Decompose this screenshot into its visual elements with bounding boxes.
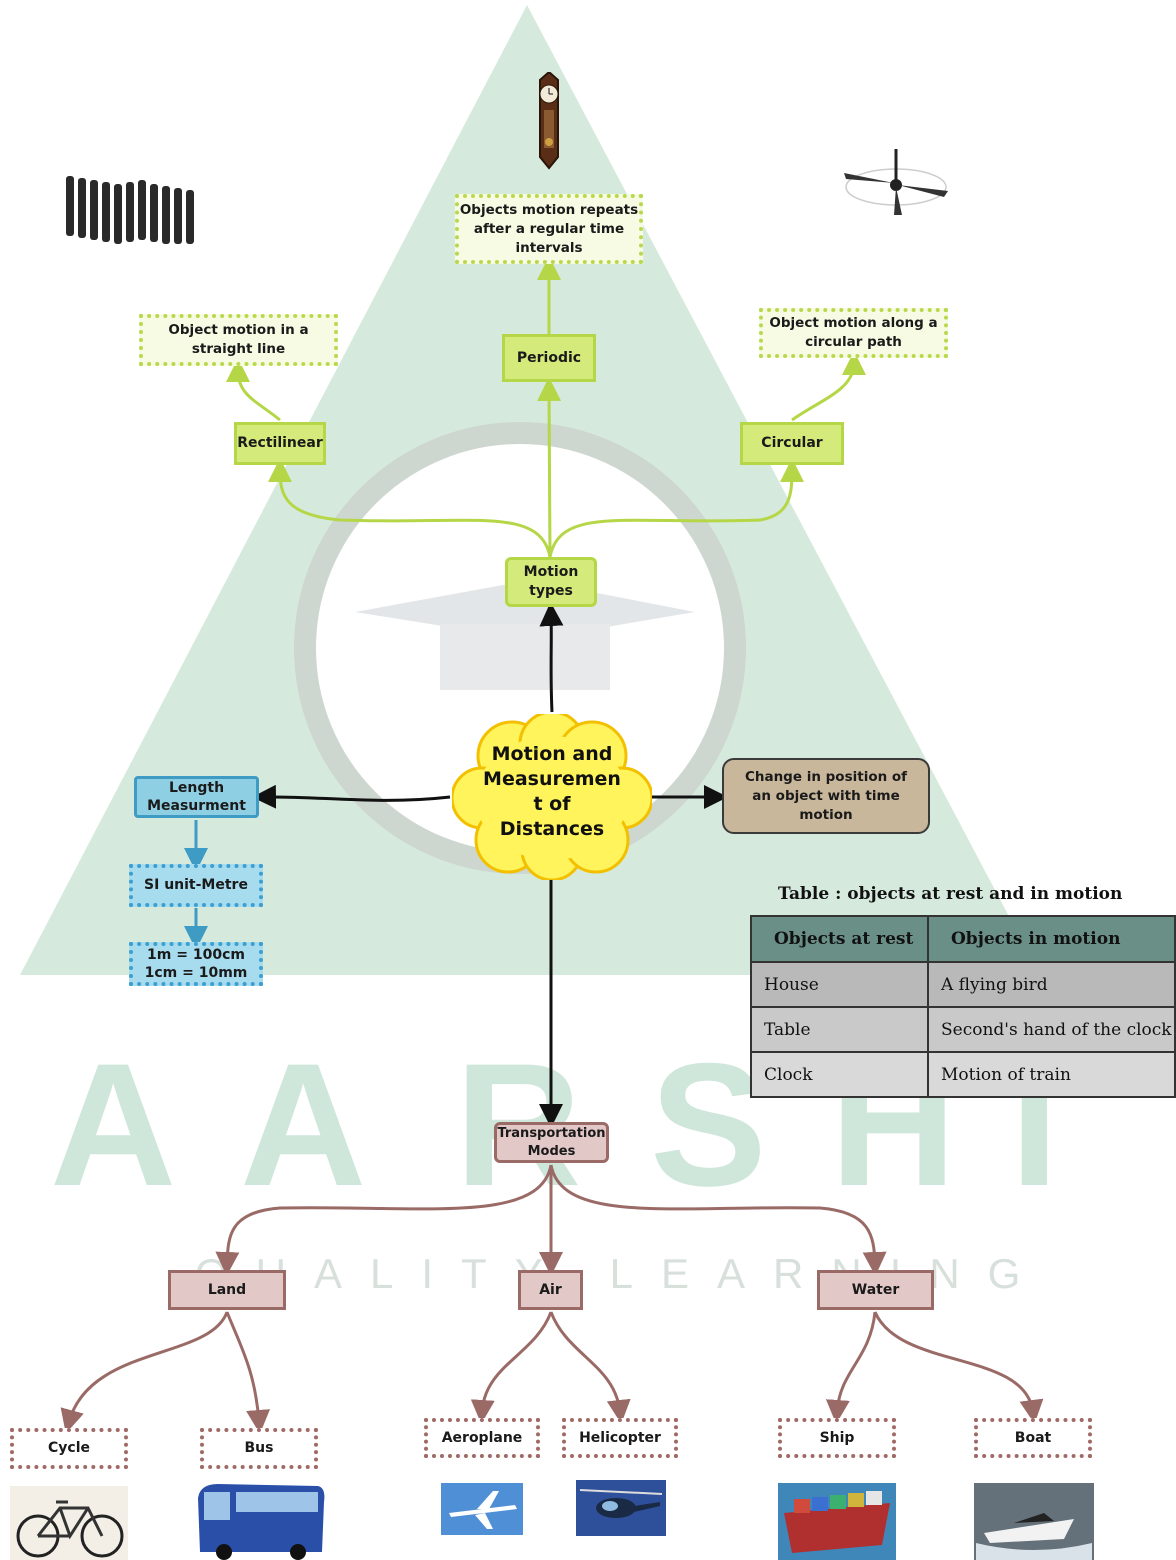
link-types-to-circular [548, 458, 804, 558]
watermark-letter: S [650, 1028, 767, 1223]
table-cell: Second's hand of the clock [927, 1006, 1176, 1053]
table-row: Table Second's hand of the clock [750, 1006, 1176, 1053]
conversion-node: 1m = 100cm 1cm = 10mm [129, 942, 263, 986]
watermark-letter: A [240, 1028, 366, 1223]
link-center-to-length [252, 784, 451, 809]
cycle-node: Cycle [10, 1428, 128, 1469]
table-row: Clock Motion of train [750, 1051, 1176, 1098]
marching-soldiers-picture [66, 176, 194, 244]
link-air-to-helicopter [549, 1311, 631, 1424]
water-node: Water [817, 1270, 934, 1310]
link-types-to-rectilinear [268, 458, 552, 558]
central-title-line: Motion and [491, 743, 613, 765]
conversion-line: 1cm = 10mm [144, 965, 248, 981]
air-node: Air [518, 1270, 583, 1310]
central-title-line: Distances [499, 818, 605, 840]
link-transport-to-water [549, 1164, 887, 1276]
link-air-to-aeroplane [470, 1311, 553, 1424]
table-cell: Table [750, 1006, 929, 1053]
bicycle-picture [10, 1486, 128, 1560]
rectilinear-node: Rectilinear [234, 422, 326, 465]
central-title-line: Measuremen [483, 768, 621, 790]
watermark-letter: A [50, 1028, 176, 1223]
link-transport-to-land [215, 1164, 553, 1276]
speed-boat-picture [974, 1483, 1094, 1560]
table-header-cell: Objects in motion [927, 915, 1176, 963]
periodic-node: Periodic [502, 334, 596, 382]
table-header-row: Objects at rest Objects in motion [750, 915, 1176, 963]
central-topic-cloud [452, 714, 652, 880]
cargo-ship-picture [778, 1483, 896, 1560]
rest-motion-table: Objects at rest Objects in motion House … [750, 915, 1176, 1098]
link-rectilinear-to-note [226, 358, 281, 422]
pendulum-clock-picture [539, 72, 559, 170]
table-cell: A flying bird [927, 961, 1176, 1008]
circular-description: Object motion along a circular path [759, 308, 948, 358]
boat-node: Boat [974, 1418, 1092, 1458]
periodic-description: Objects motion repeats after a regular t… [455, 194, 643, 264]
rectilinear-description: Object motion in a straight line [139, 314, 338, 366]
land-node: Land [168, 1270, 286, 1310]
link-water-to-ship [825, 1311, 877, 1424]
table-header-cell: Objects at rest [750, 915, 929, 963]
bus-node: Bus [200, 1428, 318, 1469]
table-cell: House [750, 961, 929, 1008]
ceiling-fan-picture [844, 149, 948, 215]
bus-picture [198, 1484, 325, 1560]
table-cell: Clock [750, 1051, 929, 1098]
helicopter-node: Helicopter [562, 1418, 678, 1458]
ship-node: Ship [778, 1418, 896, 1458]
motion-types-node: Motion types [505, 557, 597, 607]
link-land-to-cycle [60, 1311, 229, 1434]
table-cell: Motion of train [927, 1051, 1176, 1098]
transportation-modes-node: Transportation Modes [494, 1122, 609, 1163]
link-water-to-boat [873, 1311, 1044, 1424]
link-land-to-bus [225, 1311, 271, 1434]
helicopter-picture [576, 1480, 666, 1536]
motion-definition-box: Change in position of an object with tim… [722, 758, 930, 834]
link-circular-to-note [791, 351, 866, 422]
aeroplane-picture [441, 1483, 523, 1535]
link-types-to-periodic [537, 377, 562, 558]
table-title: Table : objects at rest and in motion [778, 884, 1123, 904]
conversion-line: 1m = 100cm [147, 947, 245, 963]
si-unit-node: SI unit-Metre [129, 864, 263, 907]
central-title-line: t of [533, 793, 571, 815]
length-measurement-node: Length Measurment [134, 776, 259, 818]
link-center-to-types [539, 602, 564, 713]
central-topic-title: Motion and Measuremen t of Distances [472, 742, 632, 842]
circular-node: Circular [740, 422, 844, 465]
aeroplane-node: Aeroplane [424, 1418, 540, 1458]
watermark-cap-base [440, 624, 610, 690]
table-row: House A flying bird [750, 961, 1176, 1008]
